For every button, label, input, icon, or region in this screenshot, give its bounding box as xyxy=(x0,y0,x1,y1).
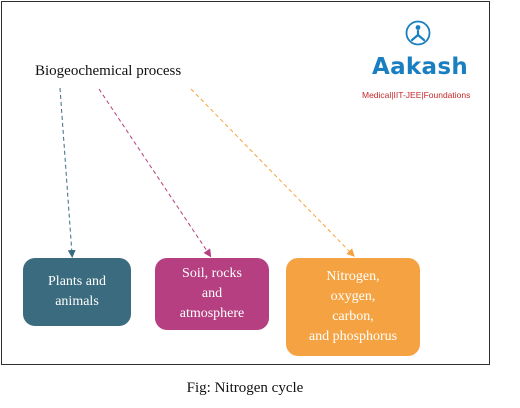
aakash-logo: Aakash Medical|IIT-JEE|Foundations xyxy=(360,18,482,100)
box-line: Nitrogen, xyxy=(326,269,380,284)
figure-caption: Fig: Nitrogen cycle xyxy=(186,380,304,396)
diagram-title: Biogeochemical process xyxy=(35,63,182,79)
aakash-emblem-icon xyxy=(405,20,431,46)
box-plants-animals-text: Plants and animals xyxy=(48,272,106,312)
arrow-to-plants xyxy=(59,87,76,258)
box-line: Plants and xyxy=(48,274,106,289)
box-line: and xyxy=(201,286,223,301)
box-line: Soil, rocks xyxy=(182,266,242,281)
box-soil-text: Soil, rocks and atmosphere xyxy=(180,264,245,324)
box-nitrogen-oxygen-carbon-phosphorus: Nitrogen, oxygen, carbon, and phosphorus xyxy=(286,258,420,356)
box-line: and phosphorus xyxy=(308,329,398,344)
logo-tagline: Medical|IIT-JEE|Foundations xyxy=(362,90,471,100)
arrow-to-elements xyxy=(190,88,355,257)
logo-name: Aakash xyxy=(372,54,469,80)
arrow-to-soil xyxy=(98,88,212,258)
box-soil-rocks-atmosphere: Soil, rocks and atmosphere xyxy=(155,258,269,330)
box-line: animals xyxy=(55,294,99,309)
box-line: carbon, xyxy=(332,309,374,324)
box-line: oxygen, xyxy=(330,289,376,304)
box-elements-text: Nitrogen, oxygen, carbon, and phosphorus xyxy=(309,267,397,347)
box-line: atmosphere xyxy=(179,306,245,321)
box-plants-animals: Plants and animals xyxy=(23,258,131,326)
